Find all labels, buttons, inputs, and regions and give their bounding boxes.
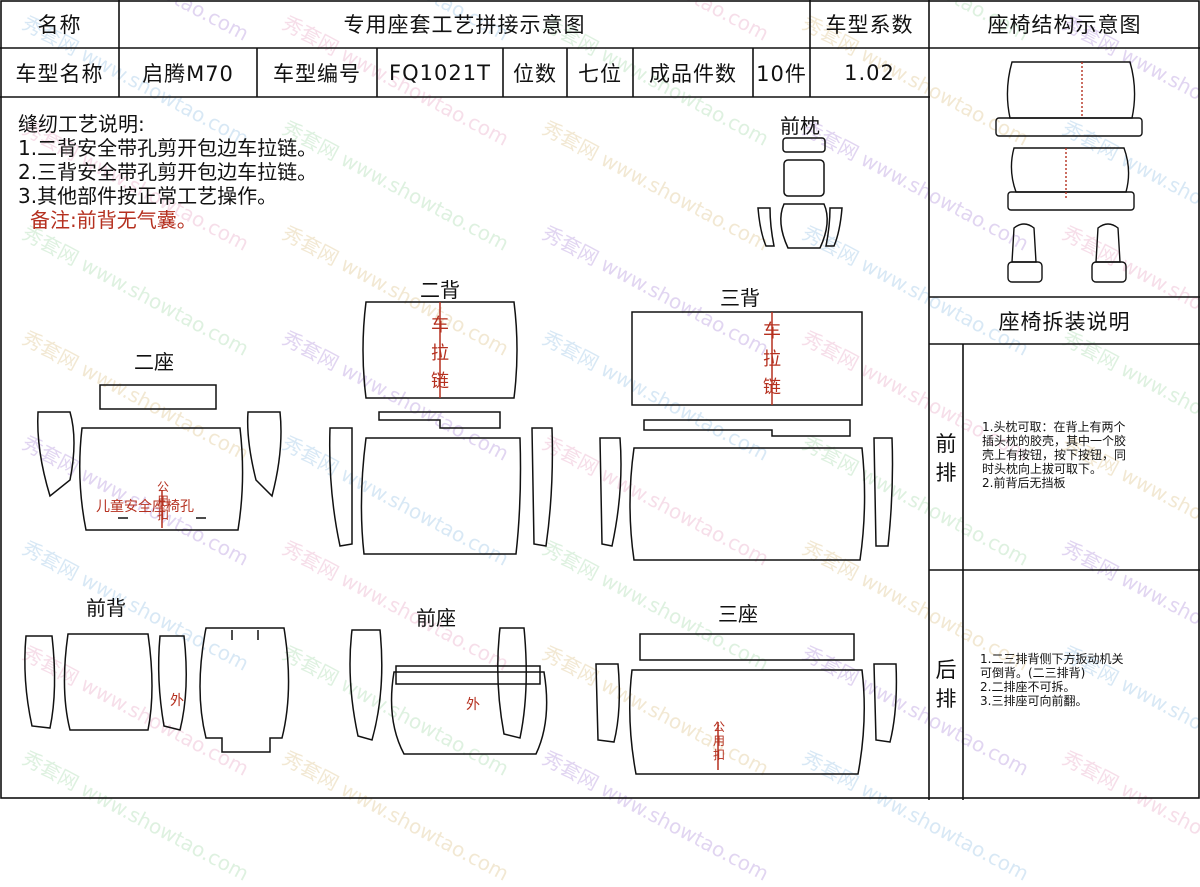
disassembly-title: 座椅拆装说明: [998, 309, 1131, 334]
front-back-label: 前背: [86, 596, 126, 620]
sheet-title: 专用座套工艺拼接示意图: [343, 13, 586, 37]
front-seat-label: 前座: [416, 606, 456, 630]
pattern-drawing: [0, 0, 1200, 800]
note-item: 2.三背安全带孔剪开包边车拉链。: [18, 160, 318, 184]
second-back-pieces: [328, 301, 554, 555]
third-back-zipper-marker: 车拉链: [763, 321, 781, 398]
third-seat-label: 三座: [718, 602, 758, 626]
second-seat-pieces: [37, 384, 282, 531]
coef-value: 1.02: [844, 60, 895, 85]
front-back-outer-marker: 外: [170, 693, 184, 709]
front-back-pieces: [24, 627, 290, 753]
second-back-label: 二背: [420, 278, 460, 302]
front-seat-outer-marker: 外: [466, 697, 480, 713]
front-row-instructions: 1.头枕可取：在背上有两个 插头枕的胶壳，其中一个胶 壳上有按钮，按下按钮，同 …: [982, 420, 1127, 490]
rear-row-label: 后排: [935, 658, 957, 711]
model-code-value: FQ1021T: [389, 60, 491, 85]
note-item: 3.其他部件按正常工艺操作。: [18, 184, 278, 208]
front-headrest-pieces: [757, 137, 843, 249]
notes-heading: 缝纫工艺说明:: [18, 112, 145, 136]
note-item: 1.二背安全带孔剪开包边车拉链。: [18, 136, 318, 160]
third-back-pieces: [599, 311, 894, 561]
model-name-label: 车型名称: [15, 61, 104, 86]
seats-label: 位数: [513, 61, 557, 86]
pieces-value: 10件: [756, 61, 807, 86]
pieces-label: 成品件数: [649, 61, 737, 86]
name-label: 名称: [37, 13, 82, 37]
second-seat-label: 二座: [134, 350, 174, 374]
seats-value: 七位: [578, 61, 622, 86]
sewing-notes: 缝纫工艺说明: 1.二背安全带孔剪开包边车拉链。 2.三背安全带孔剪开包边车拉链…: [18, 112, 317, 232]
second-seat-public-marker: 公用扣: [156, 480, 169, 522]
child-seat-hole-label: 儿童安全座椅孔: [96, 499, 194, 515]
model-name-value: 启腾M70: [142, 61, 234, 86]
third-back-label: 三背: [720, 286, 760, 310]
third-seat-pieces: [595, 633, 898, 775]
seat-structure-diagram: [995, 61, 1143, 283]
table-grid: [0, 0, 1200, 800]
third-seat-public-marker: 公用扣: [712, 720, 725, 762]
structure-title: 座椅结构示意图: [987, 13, 1142, 37]
front-row-label: 前排: [935, 432, 957, 485]
notes-remark: 备注:前背无气囊。: [30, 208, 197, 232]
model-code-label: 车型编号: [273, 61, 361, 86]
coef-label: 车型系数: [825, 13, 914, 37]
second-back-zipper-marker: 车拉链: [431, 315, 449, 392]
front-seat-pieces: [349, 627, 548, 755]
rear-row-instructions: 1.二三排背侧下方扳动机关 可倒背。(二三排背) 2.二排座不可拆。 3.三排座…: [980, 652, 1124, 708]
front-headrest-label: 前枕: [780, 114, 820, 138]
